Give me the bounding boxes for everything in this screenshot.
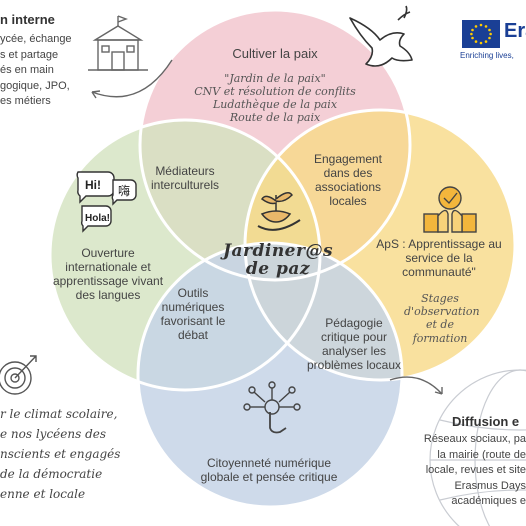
top-item-4: Route de la paix <box>229 111 321 124</box>
corner-bottom-right-line-4: Erasmus Days <box>454 479 526 492</box>
corner-bottom-left-line-1: r le climat scolaire, <box>0 407 118 421</box>
center-title: Jardiner@s de paz <box>208 241 348 279</box>
right-circle-subtitle: Stages d'observation et de formation <box>404 292 480 345</box>
corner-bottom-right-text: Réseaux sociaux, pa la mairie (route de … <box>418 432 526 510</box>
circle-citoyennete-numerique <box>138 243 402 507</box>
dove-icon <box>349 5 413 67</box>
center-title-line1: Jardiner@s <box>222 241 334 261</box>
corner-top-left-text: ycée, échange s et partage és en main go… <box>0 32 80 110</box>
bubble-chinese: 嗨 <box>118 184 130 198</box>
overlap-top-left: Médiateurs interculturels <box>150 164 220 193</box>
corner-bottom-right-line-3: locale, revues et site <box>425 464 526 477</box>
digital-touch-network-icon <box>243 381 301 434</box>
globe-icon <box>429 369 526 526</box>
corner-top-left-line-5: es métiers <box>0 95 51 108</box>
bottom-circle-title: Citoyenneté numérique globale et pensée … <box>200 456 338 485</box>
left-circle-title: Ouverture internationale et apprentissag… <box>52 246 164 303</box>
erasmus-brand: Era <box>504 20 526 42</box>
overlap-bottom-right: Pédagogie critique pour analyser les pro… <box>306 316 402 373</box>
top-circle-title: Cultiver la paix <box>232 46 318 61</box>
corner-bottom-right-line-1: Réseaux sociaux, pa <box>423 433 526 445</box>
corner-top-left-line-1: ycée, échange <box>0 33 72 45</box>
corner-bottom-right-line-5: académiques e <box>451 495 526 508</box>
corner-bottom-left-text: r le climat scolaire, e nos lycéens des … <box>0 405 140 505</box>
circle-outline-bottom <box>136 241 404 509</box>
overlap-bottom-left: Outils numériques favorisant le débat <box>160 286 226 343</box>
target-icon <box>0 355 37 395</box>
bubble-hola: Hola! <box>85 213 110 224</box>
eu-flag-icon <box>462 20 500 48</box>
top-item-1: "Jardin de la paix" <box>224 72 326 85</box>
center-title-line2: de paz <box>245 258 311 279</box>
top-item-2: CNV et résolution de conflits <box>194 85 356 98</box>
right-circle-title: ApS : Apprentissage au service de la com… <box>376 237 502 280</box>
speech-bubbles-icon <box>76 171 137 233</box>
corner-top-left-line-2: s et partage <box>0 48 59 61</box>
circle-outline-left <box>48 118 322 392</box>
corner-bottom-left-line-5: enne et locale <box>0 486 86 501</box>
arrow-top-left <box>91 59 173 98</box>
corner-top-left-line-4: gogique, JPO, <box>0 79 70 92</box>
corner-bottom-right-title: Diffusion e <box>452 414 520 429</box>
erasmus-tagline: Enriching lives, <box>460 51 514 60</box>
arrow-bottom-right <box>389 376 443 395</box>
overlap-top-right: Engagement dans des associations locales <box>313 152 383 209</box>
corner-bottom-left-line-3: nscients et engagés <box>0 446 121 461</box>
top-item-3: Ludathèque de la paix <box>212 98 338 111</box>
school-building-icon <box>88 15 148 71</box>
hand-with-plant-icon <box>257 192 301 231</box>
corner-bottom-left-line-2: e nos lycéens des <box>0 426 107 441</box>
bubble-hi: Hi! <box>85 178 101 192</box>
corner-bottom-left-line-4: de la démocratie <box>0 466 103 481</box>
corner-top-left-line-3: és en main <box>0 64 54 77</box>
corner-top-left-title: n interne <box>0 12 55 27</box>
corner-bottom-right-line-2: la mairie (route de <box>437 448 526 461</box>
circle-outline-top <box>138 8 412 282</box>
thumbs-up-approval-icon <box>423 186 477 233</box>
